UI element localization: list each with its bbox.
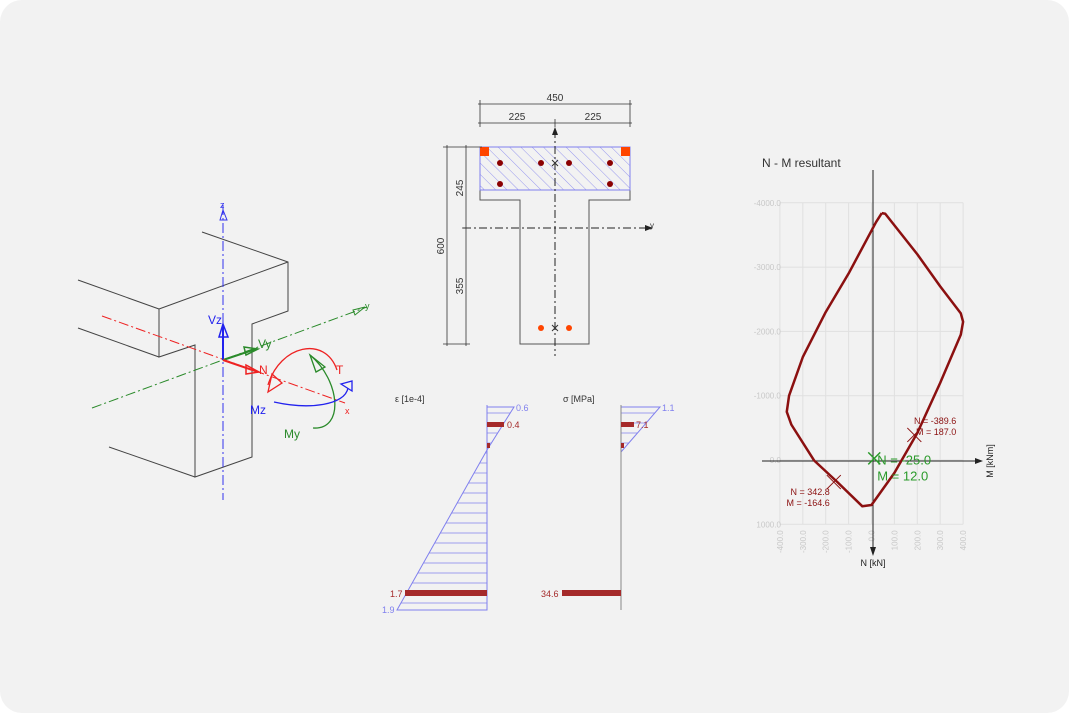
x-tick-label: 100.0 (890, 530, 899, 551)
n-arrow-icon (245, 363, 262, 375)
dim-half-right: 225 (585, 112, 602, 123)
t-arc (267, 347, 338, 386)
dim-height: 600 (436, 237, 447, 254)
load-label-n: N = -25.0 (877, 452, 931, 467)
y-tick-label: -1000.0 (754, 392, 782, 401)
mz-arc (273, 387, 349, 407)
z-axis-arrow-icon (219, 208, 228, 221)
strain-rebar-bar (487, 443, 490, 448)
z-arrow-icon (552, 127, 558, 135)
x-tick-label: -100.0 (845, 530, 854, 553)
vz-arrow-icon (217, 321, 230, 338)
corner-marker (480, 147, 489, 156)
x-tick-label: -400.0 (776, 530, 785, 553)
strain-title: ε [1e-4] (395, 394, 425, 404)
stress-rebar-bottom-value: 34.6 (541, 589, 559, 599)
x-tick-label: 0.0 (868, 530, 877, 542)
y-label: y (365, 301, 370, 311)
t-arrow-icon (267, 372, 284, 394)
n-label: N (259, 363, 268, 377)
x-tick-label: 200.0 (913, 530, 922, 551)
stress-rebar-top-value: 7.1 (636, 420, 649, 430)
chart-title: N - M resultant (762, 156, 841, 170)
y-tick-label: 1000.0 (756, 520, 781, 529)
marker-label-m: M = -164.6 (787, 498, 830, 508)
nm-chart: N - M resultant -400.0 -300.0 -200.0 -100.0… (754, 156, 995, 568)
y-tick-label: -4000.0 (754, 199, 782, 208)
y-axis-label: N [kN] (860, 558, 885, 568)
stress-top-value: 1.1 (662, 403, 675, 413)
marker-label-n: N = 342.8 (791, 487, 830, 497)
dim-top: 245 (455, 179, 466, 196)
stress-rebar-bar (621, 443, 624, 448)
corner-marker (621, 147, 630, 156)
x-label: x (345, 406, 350, 416)
section-y-label: y (650, 221, 654, 230)
y-axis-arrow-icon (352, 306, 366, 316)
rebars (497, 160, 613, 331)
dim-width: 450 (547, 93, 564, 104)
stress-title: σ [MPa] (563, 394, 595, 404)
dim-bottom: 355 (455, 277, 466, 294)
stress-diagram: σ [MPa] 1.1 7.1 34.6 (541, 394, 675, 610)
load-label-m: M = 12.0 (877, 468, 928, 483)
interaction-curve (785, 211, 965, 508)
strain-rebar-bar (487, 422, 504, 427)
my-arrow-icon (308, 353, 327, 373)
strain-rebar-top-value: 0.4 (507, 420, 520, 430)
section-dims: 450 225 225 600 245 355 y (436, 93, 654, 294)
y-tick-label: -2000.0 (754, 327, 782, 336)
strain-rebar-bar (405, 590, 487, 596)
cross-section (443, 100, 653, 356)
vy-label: Vy (258, 337, 272, 351)
marker-point (826, 474, 842, 490)
t-label: T (336, 363, 344, 377)
strain-diagram: ε [1e-4] 0.6 0.4 1.7 1.9 (382, 394, 529, 615)
dimension-lines (443, 100, 632, 346)
y-tick-label: -3000.0 (754, 263, 782, 272)
mz-label: Mz (250, 403, 266, 417)
x-axis-label: M [kNm] (985, 444, 995, 478)
marker-label-n: N = -389.6 (914, 416, 956, 426)
x-tick-label: -300.0 (799, 530, 808, 553)
y-arrow-icon (645, 225, 653, 231)
iso-labels: z y x Vz Vy N T Mz My (208, 200, 370, 441)
x-tick-label: -200.0 (822, 530, 831, 553)
marker-point (906, 427, 922, 443)
load-point (867, 451, 881, 465)
x-tick-label: 300.0 (936, 530, 945, 551)
mz-arrow-icon (339, 380, 353, 393)
strain-top-value: 0.6 (516, 403, 529, 413)
vy-arrow-icon (243, 346, 261, 357)
strain-bottom-value: 1.9 (382, 605, 395, 615)
marker-label-m: M = 187.0 (916, 427, 956, 437)
iso-view (77, 205, 368, 500)
vz-label: Vz (208, 313, 222, 327)
strain-rebar-bottom-value: 1.7 (390, 589, 403, 599)
stress-rebar-bar (621, 422, 634, 427)
x-tick-label: 400.0 (959, 530, 968, 551)
m-axis-arrow-icon (975, 458, 983, 464)
my-label: My (284, 427, 300, 441)
dim-half-left: 225 (509, 112, 526, 123)
stress-rebar-bar (562, 590, 621, 596)
z-label: z (220, 200, 225, 210)
n-axis-arrow-icon (870, 547, 876, 556)
